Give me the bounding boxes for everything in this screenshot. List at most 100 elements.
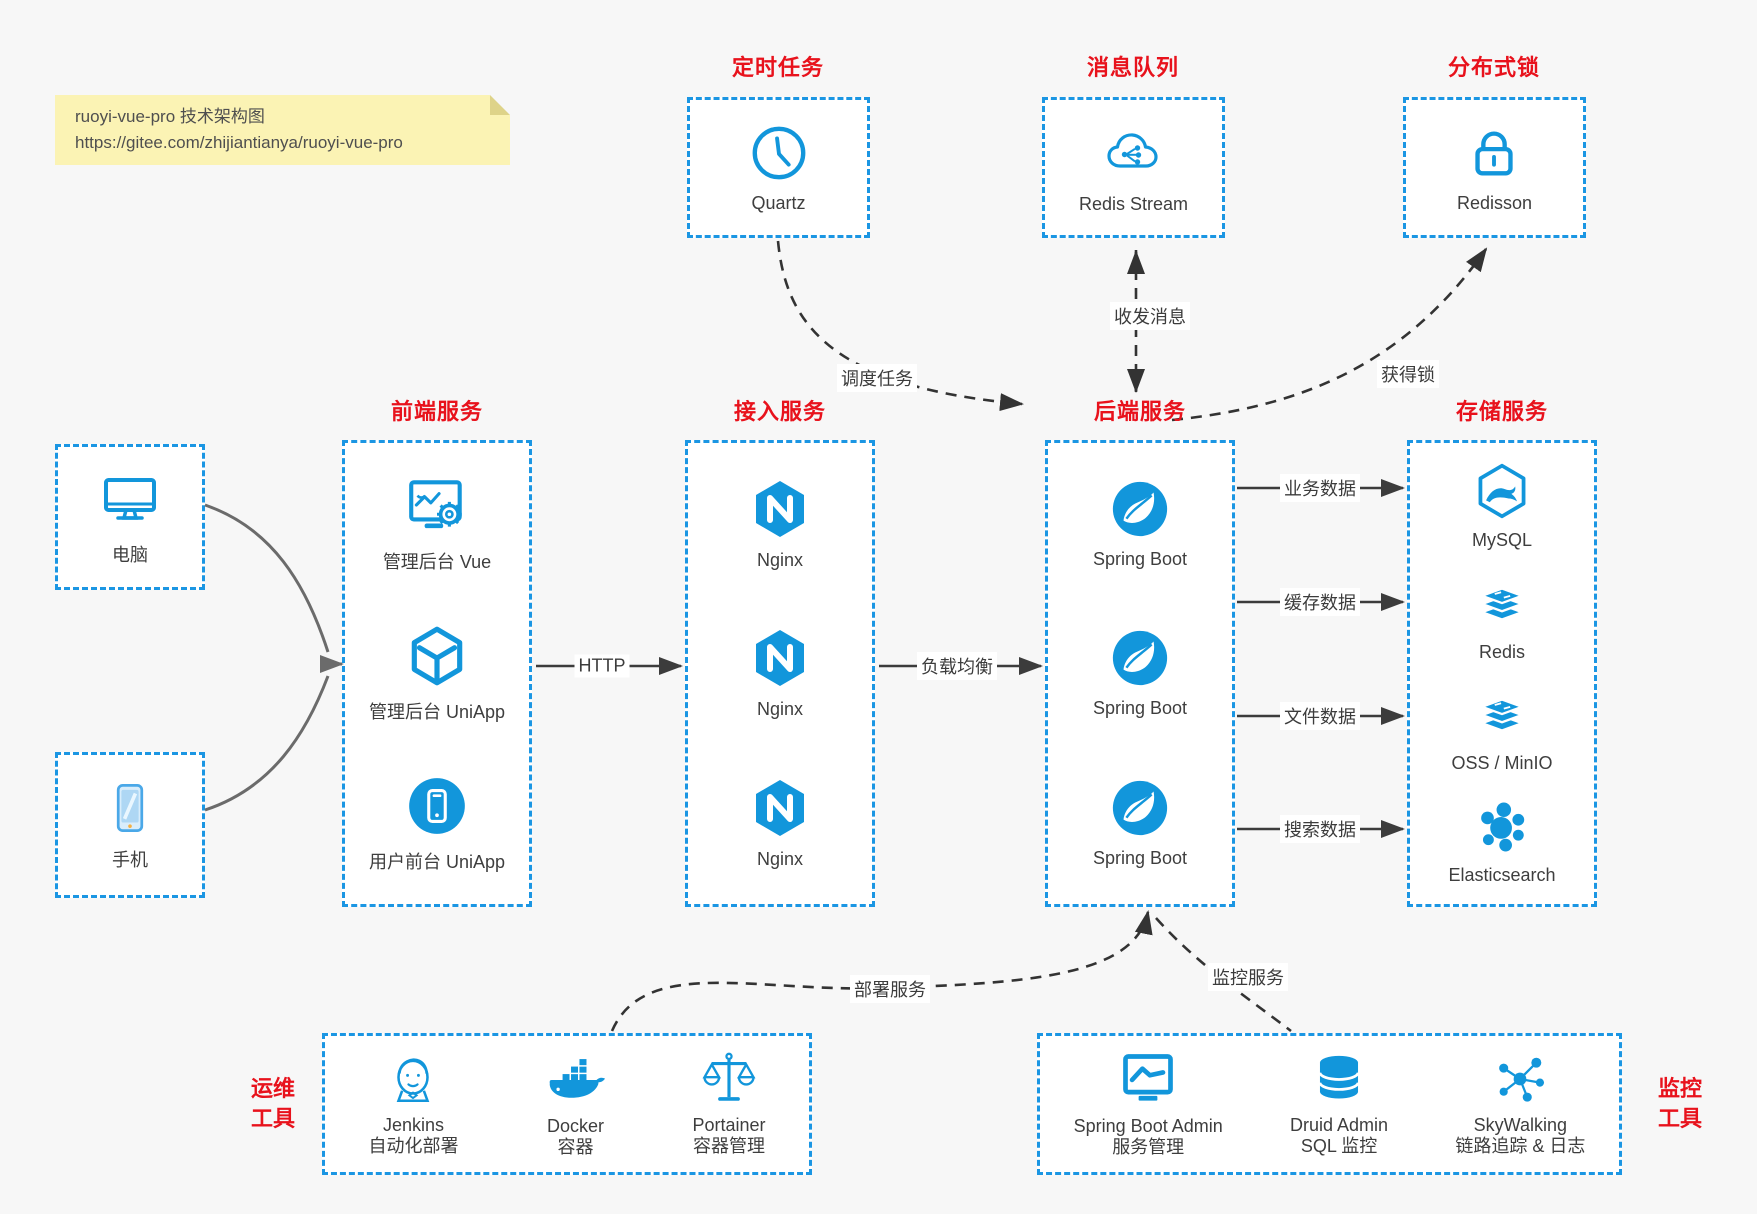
- backend-services-box: Spring Boot Spring Boot Spring Boot: [1045, 440, 1235, 907]
- note-link: https://gitee.com/zhijiantianya/ruoyi-vu…: [75, 133, 403, 152]
- jenkins-item: Jenkins 自动化部署: [368, 1050, 458, 1159]
- item-label: 管理后台 Vue: [382, 552, 492, 573]
- portainer-item: Portainer 容器管理: [692, 1050, 766, 1159]
- item-label: SkyWalking: [1473, 1114, 1568, 1135]
- spring-boot-icon: [1112, 781, 1168, 836]
- spring-boot-icon: [1112, 631, 1168, 686]
- item-label: Spring Boot: [1092, 548, 1188, 569]
- item-label: 电脑: [112, 544, 148, 565]
- spring-boot-item: Spring Boot: [1093, 777, 1187, 869]
- item-sublabel: SQL 监控: [1300, 1135, 1378, 1156]
- nginx-icon: [756, 480, 804, 537]
- item-label: Nginx: [756, 699, 804, 720]
- business-data-label: 业务数据: [1280, 474, 1360, 502]
- item-label: Spring Boot: [1092, 698, 1188, 719]
- title-monitor-tools: 监控 工具: [1640, 1074, 1720, 1134]
- docker-icon: [550, 1057, 606, 1098]
- oss-minio-item: OSS / MinIO: [1451, 686, 1553, 774]
- oss-stack-icon: [1478, 698, 1526, 732]
- acquire-lock-curve: [1171, 247, 1488, 422]
- spring-boot-item: Spring Boot: [1093, 478, 1187, 570]
- quartz-item: Quartz: [748, 122, 810, 214]
- monitor-tools-line2: 工具: [1657, 1106, 1702, 1131]
- item-label: Spring Boot Admin: [1073, 1115, 1223, 1136]
- nginx-item: Nginx: [748, 776, 812, 870]
- deploy-service-label: 部署服务: [850, 975, 930, 1003]
- pc-client-box: 电脑: [55, 444, 205, 590]
- spring-boot-icon: [1112, 481, 1168, 536]
- item-label: Portainer: [692, 1114, 766, 1135]
- item-label: 手机: [112, 849, 148, 870]
- item-sublabel: 容器: [557, 1136, 594, 1157]
- admin-vue-item: 管理后台 Vue: [383, 473, 491, 574]
- uniapp-cube-icon: [411, 626, 463, 686]
- quartz-box: Quartz: [687, 97, 870, 238]
- item-sublabel: 容器管理: [692, 1135, 765, 1156]
- title-storage-services: 存储服务: [1455, 399, 1549, 424]
- pc-to-frontend-curve: [204, 503, 330, 653]
- user-uniapp-icon: [409, 777, 465, 834]
- skywalking-item: SkyWalking 链路追踪 & 日志: [1455, 1050, 1585, 1159]
- docker-item: Docker 容器: [545, 1049, 606, 1160]
- cache-data-label: 缓存数据: [1280, 588, 1360, 616]
- item-label: Redis: [1478, 641, 1526, 662]
- cloud-share-icon: [1107, 132, 1159, 168]
- access-services-box: Nginx Nginx Nginx: [685, 440, 875, 907]
- item-label: 管理后台 UniApp: [368, 701, 506, 722]
- note-title: ruoyi-vue-pro 技术架构图: [75, 107, 265, 126]
- title-message-queue: 消息队列: [1086, 55, 1180, 80]
- nginx-icon: [756, 780, 804, 837]
- item-label: Druid Admin: [1290, 1114, 1389, 1135]
- user-uniapp-item: 用户前台 UniApp: [369, 773, 505, 874]
- item-label: Spring Boot: [1092, 848, 1188, 869]
- title-ops-tools: 运维 工具: [233, 1074, 313, 1134]
- item-label: Jenkins: [382, 1114, 444, 1135]
- item-sublabel: 链路追踪 & 日志: [1455, 1135, 1586, 1156]
- nginx-item: Nginx: [748, 477, 812, 571]
- item-label: Redis Stream: [1078, 193, 1189, 214]
- spring-boot-admin-icon: [1123, 1053, 1174, 1101]
- druid-icon: [1318, 1055, 1360, 1098]
- ops-tools-box: Jenkins 自动化部署 Docker 容器 Portainer 容器管理: [322, 1033, 812, 1175]
- monitor-tools-box: Spring Boot Admin 服务管理 Druid Admin SQL 监…: [1037, 1033, 1622, 1175]
- spring-boot-admin-item: Spring Boot Admin 服务管理: [1074, 1049, 1223, 1160]
- elasticsearch-item: Elasticsearch: [1448, 798, 1556, 886]
- load-balance-label: 负载均衡: [917, 652, 997, 680]
- elasticsearch-icon: [1481, 802, 1525, 852]
- ops-tools-line1: 运维: [250, 1076, 295, 1101]
- mobile-client-item: 手机: [101, 779, 159, 872]
- acquire-lock-label: 获得锁: [1377, 360, 1439, 388]
- send-receive-message-label: 收发消息: [1110, 302, 1190, 330]
- title-access-services: 接入服务: [733, 399, 827, 424]
- redis-stream-item: Redis Stream: [1079, 121, 1188, 215]
- item-label: Elasticsearch: [1448, 865, 1556, 886]
- jenkins-icon: [397, 1057, 430, 1102]
- item-sublabel: 自动化部署: [368, 1135, 459, 1156]
- nginx-item: Nginx: [748, 626, 812, 720]
- item-label: Nginx: [756, 849, 804, 870]
- nginx-icon: [756, 630, 804, 687]
- mobile-client-box: 手机: [55, 752, 205, 898]
- title-frontend-services: 前端服务: [390, 399, 484, 424]
- redis-stack-icon: [1478, 587, 1526, 621]
- redis-stream-box: Redis Stream: [1042, 97, 1225, 238]
- item-label: OSS / MinIO: [1451, 753, 1553, 774]
- mobile-icon: [116, 783, 144, 832]
- skywalking-icon: [1499, 1057, 1545, 1102]
- monitor-service-label: 监控服务: [1208, 963, 1288, 991]
- search-data-label: 搜索数据: [1280, 815, 1360, 843]
- admin-uniapp-item: 管理后台 UniApp: [369, 623, 505, 724]
- item-label: Docker: [546, 1115, 604, 1136]
- mobile-to-frontend-curve: [204, 675, 330, 812]
- deploy-curve: [610, 910, 1153, 1032]
- monitor-tools-line1: 监控: [1657, 1076, 1702, 1101]
- file-data-label: 文件数据: [1280, 702, 1360, 730]
- title-backend-services: 后端服务: [1093, 399, 1187, 424]
- ops-tools-line2: 工具: [250, 1106, 295, 1131]
- redis-item: Redis: [1473, 575, 1531, 663]
- pc-client-item: 电脑: [98, 468, 162, 567]
- mysql-item: MySQL: [1472, 461, 1532, 551]
- schedule-task-label: 调度任务: [837, 364, 917, 392]
- lock-icon: [1475, 131, 1514, 176]
